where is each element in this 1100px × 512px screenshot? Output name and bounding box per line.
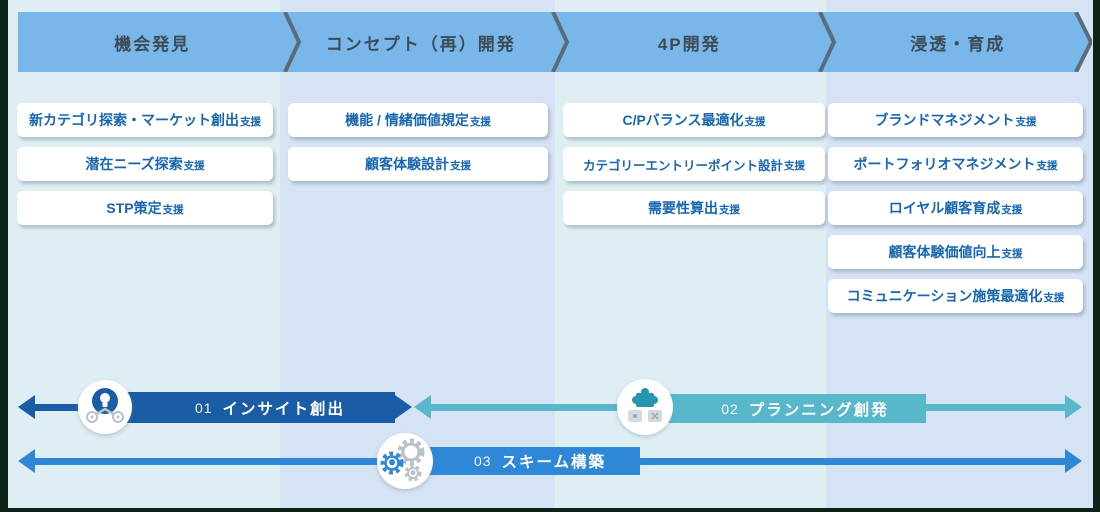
service-card: 顧客体験設計支援 bbox=[288, 147, 548, 181]
track-shaft bbox=[908, 404, 1066, 411]
service-card: 新カテゴリ探索・マーケット創出支援 bbox=[17, 103, 273, 137]
service-card: ロイヤル顧客育成支援 bbox=[828, 191, 1083, 225]
track-shaft bbox=[618, 458, 1066, 465]
phase-title-penetration: 浸透・育成 bbox=[910, 34, 1006, 54]
service-card: 需要性算出支援 bbox=[563, 191, 825, 225]
track-number: 03 bbox=[473, 453, 492, 469]
track-label: プランニング創発 bbox=[748, 401, 889, 419]
service-card-title: ポートフォリオマネジメント bbox=[853, 156, 1036, 172]
service-card-title: コミュニケーション施策最適化 bbox=[846, 288, 1043, 304]
service-card-title: 需要性算出 bbox=[648, 200, 718, 216]
phase-header-cell-2: コンセプト（再）開発 bbox=[287, 30, 556, 55]
service-card: コミュニケーション施策最適化支援 bbox=[828, 279, 1083, 313]
service-card: 機能 / 情緒価値規定支援 bbox=[288, 103, 548, 137]
service-card-title: ロイヤル顧客育成 bbox=[888, 200, 1001, 216]
phase-header-cell-4: 浸透・育成 bbox=[824, 30, 1093, 55]
track-shaft bbox=[33, 404, 108, 411]
service-card-suffix: 支援 bbox=[719, 204, 740, 216]
service-card-title: 機能 / 情緒価値規定 bbox=[345, 112, 469, 128]
service-card-suffix: 支援 bbox=[1001, 204, 1023, 216]
arrowhead-left-icon bbox=[414, 395, 431, 419]
arrowhead-left-icon bbox=[18, 449, 35, 473]
service-card-suffix: 支援 bbox=[1015, 116, 1037, 128]
card-column-4p: C/Pバランス最適化支援 カテゴリーエントリーポイント設計支援 需要性算出支援 bbox=[563, 103, 825, 225]
track-bar-insight: 01 インサイト創出 bbox=[115, 392, 395, 423]
lightbulb-icon bbox=[78, 380, 132, 434]
service-card: C/Pバランス最適化支援 bbox=[563, 103, 825, 137]
phase-header-cell-3: 4P開発 bbox=[555, 30, 824, 55]
service-card-suffix: 支援 bbox=[1001, 248, 1023, 260]
service-card-suffix: 支援 bbox=[162, 204, 184, 216]
card-column-opportunity: 新カテゴリ探索・マーケット創出支援 潜在ニーズ探索支援 STP策定支援 bbox=[17, 103, 273, 225]
phase-column-bg-1 bbox=[8, 0, 280, 508]
service-card-suffix: 支援 bbox=[1036, 160, 1058, 172]
arrowhead-right-icon bbox=[1065, 395, 1082, 419]
service-card: 顧客体験価値向上支援 bbox=[828, 235, 1083, 269]
phase-column-bg-2 bbox=[280, 0, 555, 508]
service-card: ブランドマネジメント支援 bbox=[828, 103, 1083, 137]
service-card: カテゴリーエントリーポイント設計支援 bbox=[563, 147, 825, 181]
service-card: ポートフォリオマネジメント支援 bbox=[828, 147, 1083, 181]
track-shaft bbox=[363, 404, 398, 411]
service-card-title: 顧客体験設計 bbox=[365, 156, 449, 172]
phase-title-4p: 4P開発 bbox=[657, 34, 721, 54]
service-card: 潜在ニーズ探索支援 bbox=[17, 147, 273, 181]
phase-title-concept: コンセプト（再）開発 bbox=[325, 34, 516, 54]
service-card-title: 顧客体験価値向上 bbox=[888, 244, 1001, 260]
gears-icon bbox=[377, 433, 433, 489]
arrowhead-right-icon bbox=[1065, 449, 1082, 473]
service-card-title: STP策定 bbox=[106, 200, 162, 216]
puzzle-icon bbox=[617, 379, 673, 435]
phase-header: 機会発見 コンセプト（再）開発 4P開発 浸透・育成 bbox=[18, 12, 1092, 72]
track-number: 02 bbox=[721, 400, 739, 417]
diagram-canvas: 機会発見 コンセプト（再）開発 4P開発 浸透・育成 新カテゴリ探索・マーケット… bbox=[8, 0, 1093, 508]
track-number: 01 bbox=[194, 399, 213, 416]
phase-header-labels: 機会発見 コンセプト（再）開発 4P開発 浸透・育成 bbox=[18, 12, 1092, 72]
phase-title-opportunity: 機会発見 bbox=[114, 34, 191, 54]
card-column-penetration: ブランドマネジメント支援 ポートフォリオマネジメント支援 ロイヤル顧客育成支援 … bbox=[828, 103, 1083, 313]
arrowhead-right-icon bbox=[395, 395, 412, 419]
service-card: STP策定支援 bbox=[17, 191, 273, 225]
service-card-suffix: 支援 bbox=[469, 116, 491, 128]
track-shaft bbox=[429, 404, 619, 411]
service-card-suffix: 支援 bbox=[744, 116, 766, 128]
service-card-title: 潜在ニーズ探索 bbox=[85, 156, 183, 172]
track-bar-scheme: 03 スキーム構築 bbox=[420, 447, 640, 475]
service-card-title: 新カテゴリ探索・マーケット創出 bbox=[29, 112, 239, 128]
service-card-suffix: 支援 bbox=[784, 160, 805, 172]
service-card-suffix: 支援 bbox=[1043, 292, 1065, 304]
service-card-title: C/Pバランス最適化 bbox=[622, 112, 744, 128]
track-shaft bbox=[33, 458, 383, 465]
track-label: スキーム構築 bbox=[501, 454, 607, 471]
service-card-suffix: 支援 bbox=[240, 116, 261, 128]
card-column-concept: 機能 / 情緒価値規定支援 顧客体験設計支援 bbox=[288, 103, 548, 181]
phase-column-bg-3 bbox=[555, 0, 826, 508]
arrowhead-left-icon bbox=[18, 395, 35, 419]
track-label: インサイト創出 bbox=[222, 400, 346, 418]
track-bar-planning: 02 プランニング創発 bbox=[668, 394, 926, 423]
phase-header-cell-1: 機会発見 bbox=[18, 30, 287, 55]
service-card-suffix: 支援 bbox=[183, 160, 205, 172]
service-card-suffix: 支援 bbox=[450, 160, 471, 172]
service-card-title: ブランドマネジメント bbox=[874, 112, 1015, 128]
service-card-title: カテゴリーエントリーポイント設計 bbox=[582, 158, 783, 173]
